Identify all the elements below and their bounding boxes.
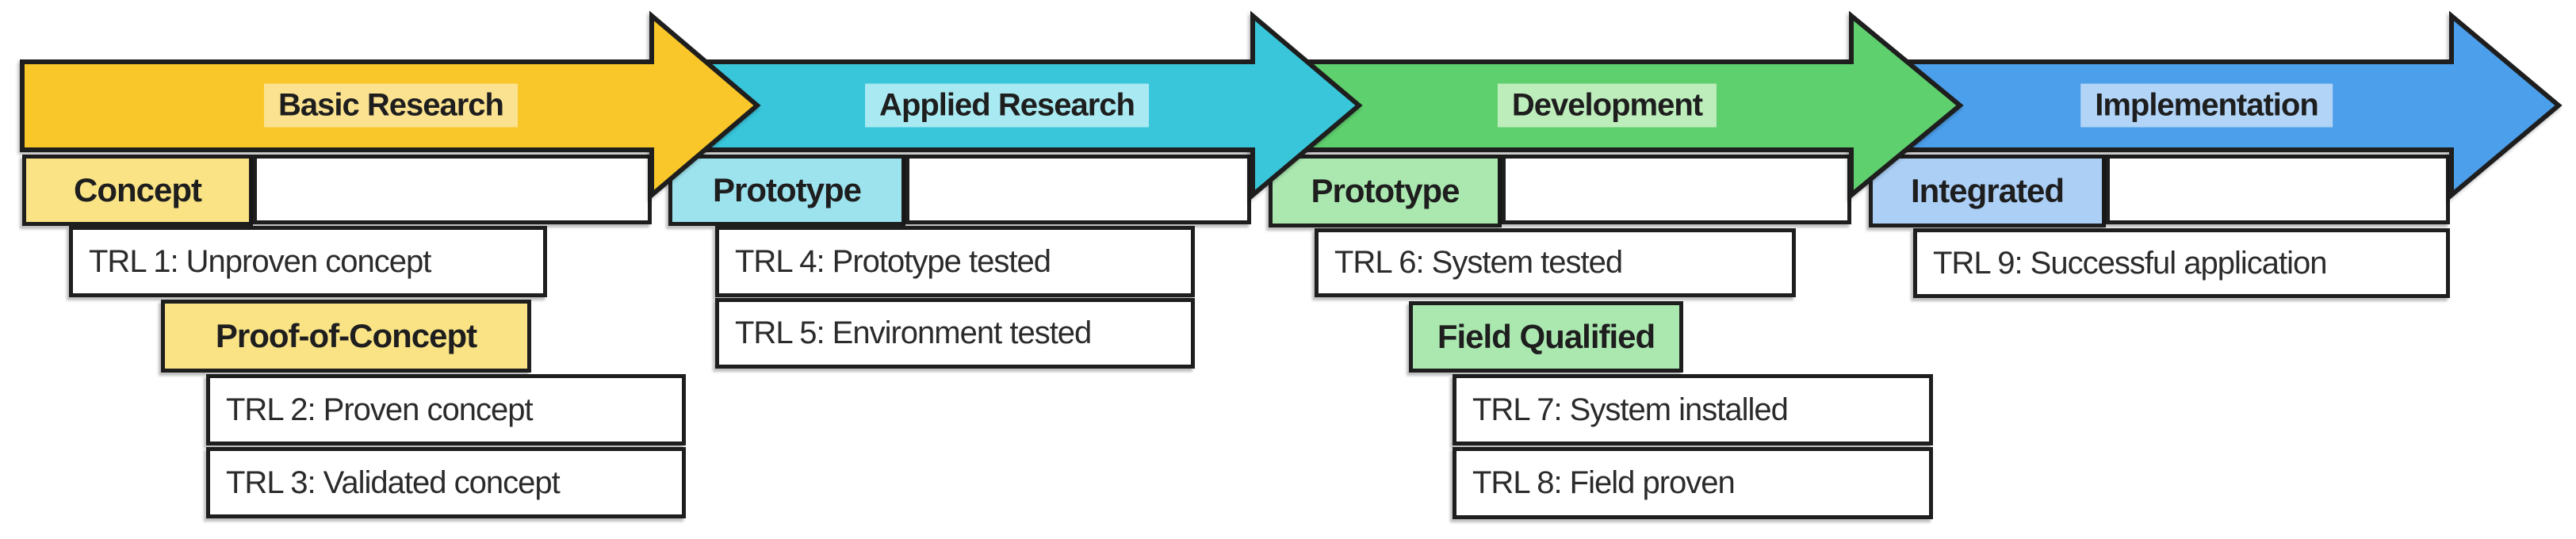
trl5-box: TRL 5: Environment tested xyxy=(715,298,1195,369)
trl4-box: TRL 4: Prototype tested xyxy=(715,226,1195,297)
phase-label-development: Development xyxy=(1497,83,1717,128)
stage-box-integrated: Integrated xyxy=(1869,155,2106,227)
trl6-box: TRL 6: System tested xyxy=(1315,228,1796,297)
stage-box-proof-of-concept: Proof-of-Concept xyxy=(161,300,531,373)
trl3-box: TRL 3: Validated concept xyxy=(206,447,686,518)
phase-label-implementation: Implementation xyxy=(2080,83,2333,128)
spacer-box-basic-research xyxy=(253,155,652,224)
stage-box-prototype-development: Prototype xyxy=(1269,155,1502,227)
stage-box-prototype-applied: Prototype xyxy=(668,155,905,226)
phase-label-applied-research: Applied Research xyxy=(865,83,1149,128)
stage-box-concept: Concept xyxy=(22,155,253,226)
trl2-box: TRL 2: Proven concept xyxy=(206,374,686,445)
phase-label-basic-research: Basic Research xyxy=(264,83,518,128)
spacer-box-implementation xyxy=(2106,155,2450,224)
stage-box-field-qualified: Field Qualified xyxy=(1409,301,1683,373)
trl7-box: TRL 7: System installed xyxy=(1453,374,1933,445)
trl9-box: TRL 9: Successful application xyxy=(1913,228,2450,298)
trl1-box: TRL 1: Unproven concept xyxy=(69,226,547,297)
spacer-box-applied-research xyxy=(905,155,1251,224)
trl8-box: TRL 8: Field proven xyxy=(1453,447,1933,519)
